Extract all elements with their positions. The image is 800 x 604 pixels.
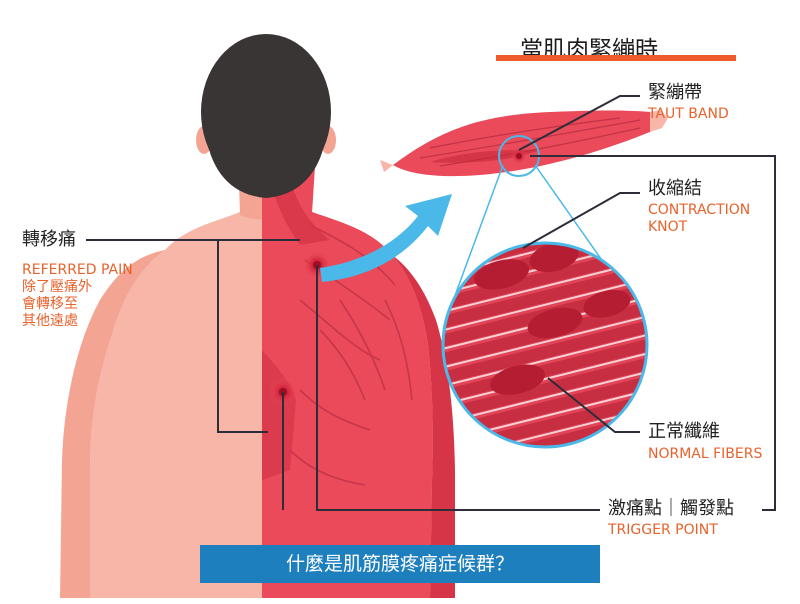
- normal-fibers-en: NORMAL FIBERS: [648, 446, 763, 462]
- trigger-point-en: TRIGGER POINT: [608, 522, 718, 538]
- human-figure: [60, 34, 455, 598]
- hair-lower: [205, 130, 327, 198]
- leader-lines: [86, 95, 776, 511]
- curved-arrow: [320, 194, 452, 282]
- title-underline: [496, 55, 736, 61]
- right-arm: [392, 255, 455, 598]
- normal-fibers-zh: 正常纖維: [648, 421, 720, 442]
- referred-pain-desc: 除了壓痛外 會轉移至 其他遠處: [22, 279, 92, 329]
- taut-band-en: TAUT BAND: [648, 106, 729, 122]
- muscle-spindle: [380, 110, 668, 177]
- caption-banner: 什麼是肌筋膜疼痛症候群？: [200, 545, 600, 583]
- contraction-knot-en: CONTRACTION KNOT: [648, 202, 751, 235]
- left-arm: [60, 250, 165, 598]
- referred-pain-en: REFERRED PAIN: [22, 262, 133, 278]
- taut-band-zh: 緊繃帶: [648, 82, 702, 103]
- contraction-knot-zh: 收縮結: [648, 178, 702, 199]
- trigger-point-zh: 激痛點｜觸發點: [608, 498, 734, 519]
- referred-pain-zh: 轉移痛: [22, 229, 76, 250]
